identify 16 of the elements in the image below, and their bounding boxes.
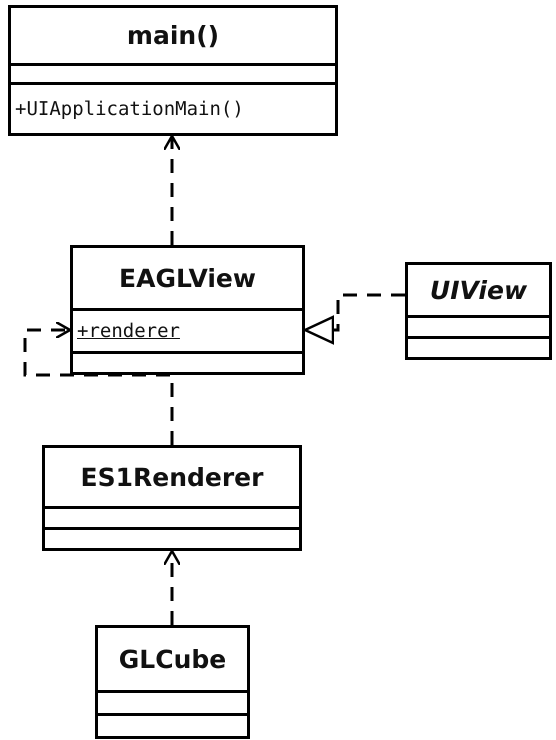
- class-box: [8, 5, 338, 136]
- class-box: [70, 245, 305, 375]
- class-name: main(): [126, 21, 220, 50]
- dependency-arrow: [304, 294, 405, 344]
- class-name: UIView: [430, 276, 528, 304]
- class-name: EAGLView: [119, 264, 256, 292]
- dependency-arrow: [162, 134, 182, 245]
- class-box: [95, 625, 250, 739]
- class-box: [405, 262, 552, 360]
- dependency-arrow: [162, 550, 182, 625]
- class-name: ES1Renderer: [80, 462, 264, 492]
- class-member: +UIApplicationMain(): [15, 98, 244, 120]
- dependency-arrow: [24, 320, 174, 445]
- class-name: GLCube: [118, 644, 226, 674]
- class-member: +renderer: [77, 320, 180, 342]
- class-box: [42, 445, 302, 551]
